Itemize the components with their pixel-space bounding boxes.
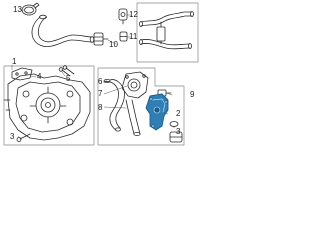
callout-9: 9 [190, 90, 195, 99]
water-outlet-2-highlighted [145, 93, 169, 131]
callout-8: 8 [98, 103, 103, 112]
clip-12 [118, 8, 128, 25]
callout-12: 12 [129, 10, 138, 19]
coolant-pipe-group-frame [136, 2, 199, 63]
leader-lines [11, 9, 175, 139]
callout-10: 10 [109, 40, 118, 49]
callout-13: 13 [13, 5, 22, 14]
connector-11 [119, 31, 128, 42]
bolts-5 [58, 65, 75, 77]
fitting-10 [93, 32, 109, 46]
callout-1: 1 [12, 57, 17, 66]
callout-3-b: 3 [176, 127, 181, 136]
coolant-hose [31, 14, 95, 47]
callout-3: 3 [10, 132, 15, 141]
callout-6: 6 [98, 77, 103, 86]
hose-6 [103, 79, 125, 132]
hose-connector-bottom [169, 131, 183, 143]
bolt-3 [16, 133, 31, 142]
gasket-4 [11, 67, 33, 81]
callout-7: 7 [98, 89, 103, 98]
engine-block [3, 73, 91, 141]
thermostat-group-frame [97, 67, 185, 146]
callout-2: 2 [176, 109, 181, 118]
thermostat-housing-7 [121, 71, 149, 99]
callout-5: 5 [66, 74, 71, 83]
hose-clamp-13 [21, 2, 40, 16]
coolant-pipe-assembly [139, 11, 194, 50]
callout-11: 11 [129, 32, 138, 41]
parts-diagram [3, 2, 199, 146]
callout-4: 4 [37, 72, 42, 81]
pipe-8 [125, 99, 141, 136]
